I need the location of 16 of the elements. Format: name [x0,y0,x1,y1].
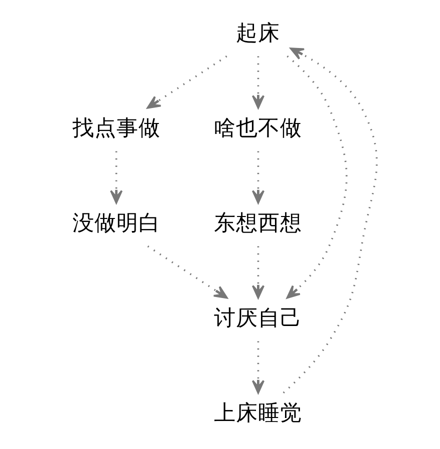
arrow [147,246,228,299]
node-text: 起床 [236,20,280,46]
arrow [286,56,348,299]
arrow [252,246,265,299]
arrow [252,151,265,204]
arrow [146,56,228,109]
arrow [282,48,378,394]
node-text: 找点事做 [72,116,160,141]
node-text: 啥也不做 [214,116,302,141]
node-text: 上床睡觉 [214,400,302,426]
arrow [252,341,265,394]
arrow [110,151,123,204]
node-text: 讨厌自己 [214,306,302,331]
arrow [252,56,265,109]
node-text: 东想西想 [214,210,302,236]
node-text: 没做明白 [72,210,160,236]
